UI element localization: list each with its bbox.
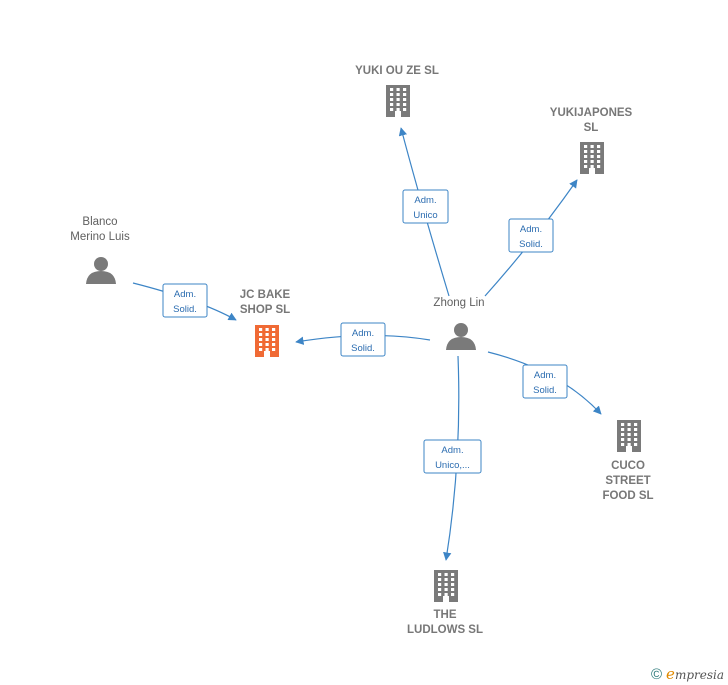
building-icon[interactable] bbox=[255, 325, 279, 357]
node-label: Zhong Lin bbox=[433, 297, 484, 309]
edge-label-text: Adm. bbox=[414, 195, 436, 206]
edge-zhong-lin-to-yuki-ou-ze: Adm. Unico bbox=[398, 127, 450, 297]
edge-zhong-lin-to-jc-bake: Adm. Solid. bbox=[295, 322, 431, 357]
edge-label-text: Adm. bbox=[352, 328, 374, 339]
building-icon[interactable] bbox=[386, 85, 410, 117]
node-yukijapones[interactable]: YUKIJAPONES SL bbox=[550, 107, 633, 174]
node-yuki-ou-ze[interactable]: YUKI OU ZE SL bbox=[355, 65, 439, 117]
building-icon[interactable] bbox=[580, 142, 604, 174]
person-icon[interactable] bbox=[86, 257, 116, 284]
node-label: YUKI OU ZE SL bbox=[355, 65, 439, 77]
edge-label-text: Solid. bbox=[533, 385, 557, 396]
node-ludlows[interactable]: THE LUDLOWS SL bbox=[407, 570, 483, 636]
node-label: Merino Luis bbox=[70, 231, 130, 243]
node-label: Blanco bbox=[82, 216, 117, 228]
edge-zhong-lin-to-ludlows: Adm. Unico,... bbox=[423, 355, 482, 561]
edges-layer: Adm.UnicoAdm.Solid.Adm.Solid.Adm.Solid.A… bbox=[132, 127, 602, 561]
node-label: CUCO bbox=[611, 460, 645, 472]
building-icon[interactable] bbox=[617, 420, 641, 452]
edge-label-text: Solid. bbox=[519, 239, 543, 250]
edge-label-text: Adm. bbox=[520, 224, 542, 235]
person-icon[interactable] bbox=[446, 323, 476, 350]
edge-label-text: Adm. bbox=[534, 370, 556, 381]
footer-brand: ©empresia bbox=[651, 665, 724, 683]
copyright-symbol: © bbox=[650, 666, 663, 683]
edge-label-box[interactable]: Adm. Solid. bbox=[508, 218, 554, 253]
edge-label-box[interactable]: Adm. Solid. bbox=[162, 283, 208, 318]
node-jc-bake[interactable]: JC BAKE SHOP SL bbox=[240, 289, 291, 357]
edge-label-text: Unico,... bbox=[435, 460, 470, 471]
edge-zhong-lin-to-yukijapones: Adm. Solid. bbox=[484, 179, 578, 297]
brand-name: mpresia bbox=[674, 668, 724, 682]
node-label: SHOP SL bbox=[240, 304, 290, 316]
building-icon[interactable] bbox=[434, 570, 458, 602]
edge-label-box[interactable]: Adm. Unico,... bbox=[423, 439, 482, 474]
edge-blanco-to-jc-bake: Adm. Solid. bbox=[132, 282, 237, 321]
edge-label-text: Solid. bbox=[173, 304, 197, 315]
edge-label-text: Adm. bbox=[441, 445, 463, 456]
node-zhong-lin[interactable]: Zhong Lin bbox=[433, 297, 485, 350]
edge-label-text: Unico bbox=[413, 210, 437, 221]
node-cuco[interactable]: CUCO STREET FOOD SL bbox=[602, 420, 654, 502]
edge-label-box[interactable]: Adm. Unico bbox=[402, 189, 449, 224]
node-label: JC BAKE bbox=[240, 289, 291, 301]
edge-label-box[interactable]: Adm. Solid. bbox=[340, 322, 386, 357]
node-label: THE bbox=[434, 609, 457, 621]
node-label: STREET bbox=[605, 475, 650, 487]
brand-initial: e bbox=[666, 665, 675, 683]
edge-label-text: Adm. bbox=[174, 289, 196, 300]
node-label: SL bbox=[584, 122, 599, 134]
node-label: LUDLOWS SL bbox=[407, 624, 483, 636]
node-label: YUKIJAPONES bbox=[550, 107, 633, 119]
edge-label-text: Solid. bbox=[351, 343, 375, 354]
node-label: FOOD SL bbox=[602, 490, 653, 502]
edge-label-box[interactable]: Adm. Solid. bbox=[522, 364, 568, 399]
edge-zhong-lin-to-cuco: Adm. Solid. bbox=[487, 351, 602, 415]
